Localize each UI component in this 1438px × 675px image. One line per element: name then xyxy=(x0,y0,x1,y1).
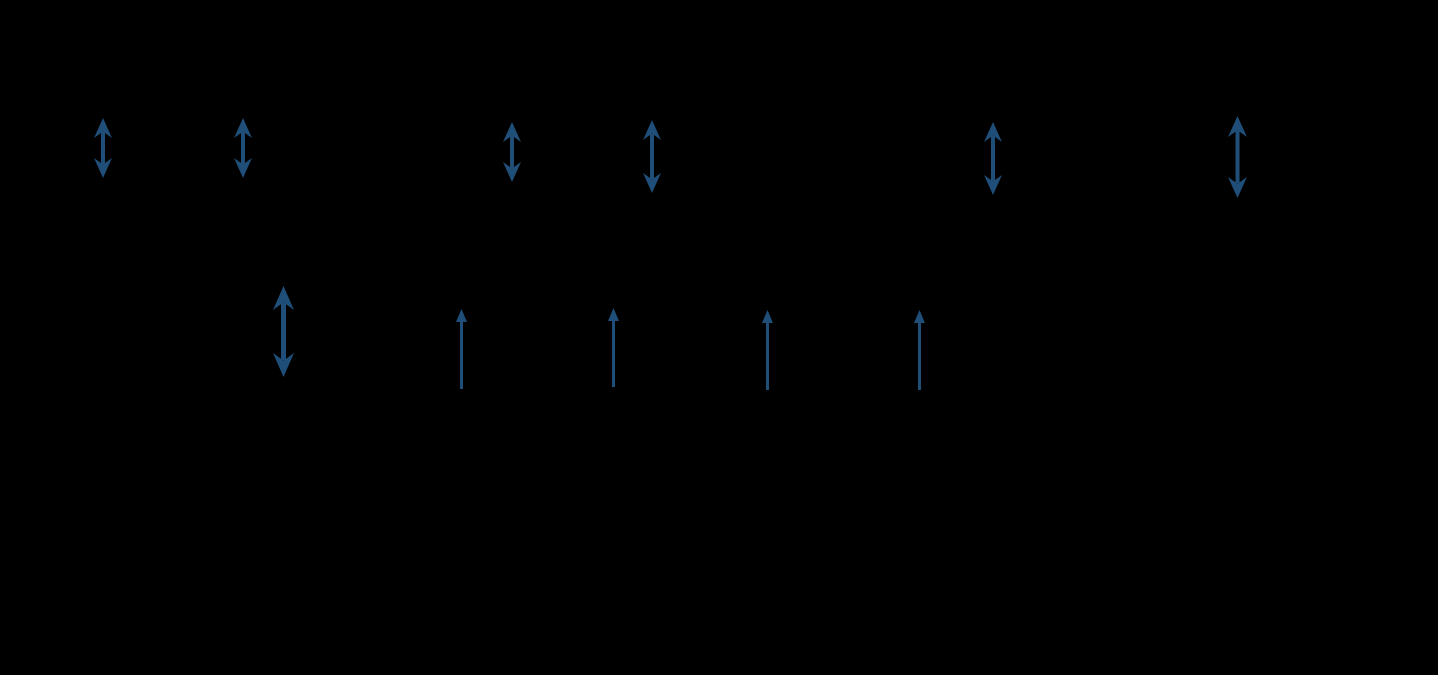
up-arrow-4-up-arrow-icon xyxy=(913,310,925,390)
double-arrow-1-double-headed-vertical-arrow-icon xyxy=(94,118,112,178)
double-arrow-2-double-headed-vertical-arrow-icon xyxy=(234,118,252,178)
up-arrow-2-up-arrow-icon xyxy=(607,308,619,387)
double-arrow-5-double-headed-vertical-arrow-icon xyxy=(984,122,1002,195)
up-arrow-1-up-arrow-icon xyxy=(455,309,467,389)
double-arrow-large-double-headed-vertical-arrow-icon xyxy=(272,286,294,377)
double-arrow-4-double-headed-vertical-arrow-icon xyxy=(643,120,661,193)
double-arrow-6-double-headed-vertical-arrow-icon xyxy=(1227,116,1247,198)
up-arrow-3-up-arrow-icon xyxy=(761,310,773,390)
double-arrow-3-double-headed-vertical-arrow-icon xyxy=(503,122,521,182)
